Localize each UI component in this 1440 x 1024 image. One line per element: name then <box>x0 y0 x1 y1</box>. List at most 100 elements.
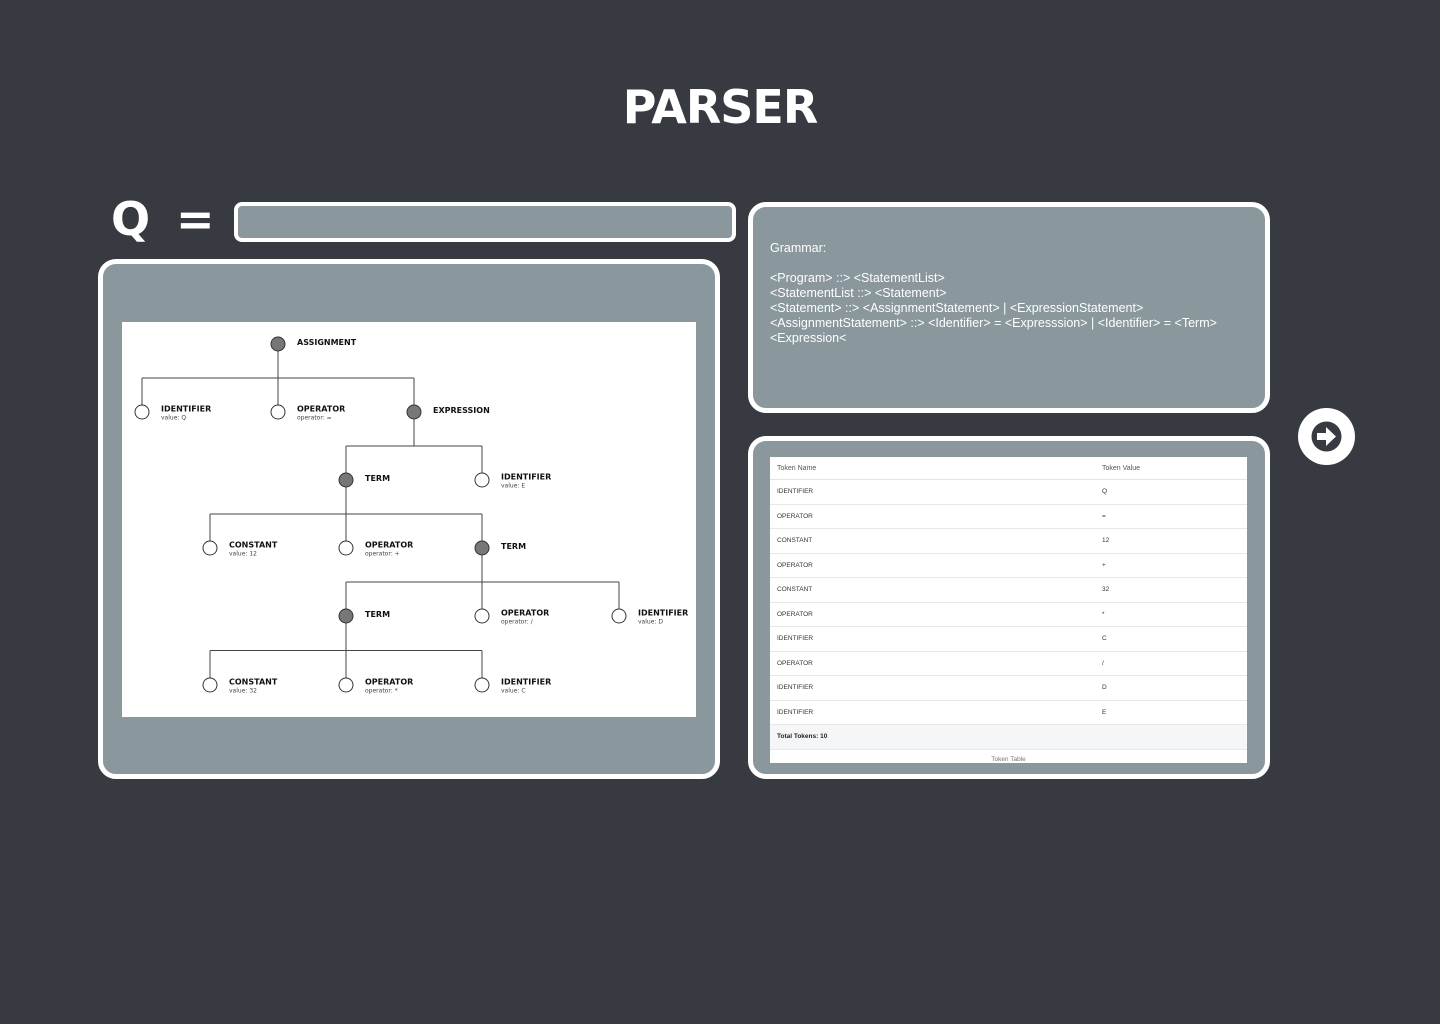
token-value-cell: * <box>1095 602 1247 627</box>
tree-node: TERM <box>338 472 390 488</box>
column-header-token-name: Token Name <box>770 457 1095 480</box>
grammar-panel: Grammar: <Program> ::> <StatementList> <… <box>748 202 1270 413</box>
table-row: OPERATOR* <box>770 602 1247 627</box>
next-button[interactable] <box>1298 408 1355 465</box>
tree-node-type: ASSIGNMENT <box>297 338 357 347</box>
tree-node-detail: value: 12 <box>229 551 257 558</box>
tree-node-circle <box>406 404 422 420</box>
grammar-line: <AssignmentStatement> ::> <Identifier> =… <box>770 316 1217 330</box>
tree-node-type: IDENTIFIER <box>638 609 688 618</box>
grammar-line: <StatementList ::> <Statement> <box>770 286 947 300</box>
arrow-right-circle-icon <box>1311 421 1342 452</box>
table-row: OPERATOR+ <box>770 553 1247 578</box>
tree-node-circle <box>338 540 354 556</box>
tree-node-circle <box>338 472 354 488</box>
grammar-heading: Grammar: <box>770 241 827 255</box>
token-name-cell: OPERATOR <box>770 504 1095 529</box>
token-name-cell: OPERATOR <box>770 651 1095 676</box>
equals-sign: = <box>176 192 215 246</box>
token-name-cell: IDENTIFIER <box>770 700 1095 725</box>
grammar-text: Grammar: <Program> ::> <StatementList> <… <box>770 241 1255 346</box>
tree-node-type: OPERATOR <box>501 609 549 618</box>
tree-node: TERM <box>474 540 526 556</box>
tree-node-detail: operator: * <box>365 688 398 695</box>
tree-node-detail: operator: = <box>297 415 332 422</box>
table-row: OPERATOR= <box>770 504 1247 529</box>
tree-node-detail: operator: / <box>501 619 534 626</box>
tree-node-type: TERM <box>365 474 390 483</box>
tree-node-circle <box>338 608 354 624</box>
token-name-cell: CONSTANT <box>770 528 1095 554</box>
tree-node: TERM <box>338 608 390 624</box>
token-value-cell: + <box>1095 553 1247 578</box>
tree-node-circle <box>270 336 286 352</box>
tree-node-type: IDENTIFIER <box>501 678 551 687</box>
tree-node-circle <box>474 677 490 693</box>
tree-node-detail: operator: + <box>365 551 400 558</box>
tree-node-detail: value: 32 <box>229 688 257 695</box>
tree-node-type: IDENTIFIER <box>161 405 211 414</box>
token-name-cell: IDENTIFIER <box>770 675 1095 701</box>
tree-node: ASSIGNMENT <box>270 336 357 352</box>
tree-node-circle <box>474 608 490 624</box>
token-value-cell: = <box>1095 504 1247 529</box>
page-title: PARSER <box>622 80 819 134</box>
token-value-cell: 12 <box>1095 528 1247 554</box>
token-value-cell: 32 <box>1095 577 1247 603</box>
tree-node-type: OPERATOR <box>365 678 413 687</box>
token-name-cell: OPERATOR <box>770 602 1095 627</box>
token-name-cell: IDENTIFIER <box>770 626 1095 652</box>
expression-input[interactable] <box>234 202 736 242</box>
token-value-cell: C <box>1095 626 1247 652</box>
grammar-line: <Program> ::> <StatementList> <box>770 271 945 285</box>
token-name-cell: IDENTIFIER <box>770 479 1095 505</box>
tree-node-type: TERM <box>365 610 390 619</box>
token-value-cell: / <box>1095 651 1247 676</box>
tree-node-circle <box>338 677 354 693</box>
tree-node-type: IDENTIFIER <box>501 473 551 482</box>
token-value-cell: E <box>1095 700 1247 725</box>
token-name-cell: OPERATOR <box>770 553 1095 578</box>
variable-label: Q <box>111 192 151 246</box>
tree-node-circle <box>270 404 286 420</box>
tree-node-type: OPERATOR <box>365 541 413 550</box>
token-value-cell: Q <box>1095 479 1247 505</box>
token-name-cell: CONSTANT <box>770 577 1095 603</box>
tree-node-detail: value: D <box>638 619 663 626</box>
tree-node: EXPRESSION <box>406 404 490 420</box>
tree-node-detail: value: C <box>501 688 526 695</box>
token-table-caption: Token Table <box>991 756 1026 763</box>
total-tokens-cell: Total Tokens: 10 <box>770 724 1247 750</box>
tree-node-circle <box>474 472 490 488</box>
tree-node-type: EXPRESSION <box>433 406 490 415</box>
tree-node-circle <box>474 540 490 556</box>
tree-node-type: CONSTANT <box>229 541 278 550</box>
total-tokens-row: Total Tokens: 10 <box>770 724 1247 750</box>
tree-node-circle <box>202 540 218 556</box>
tree-node-circle <box>202 677 218 693</box>
table-header-row: Token Name Token Value <box>770 457 1247 480</box>
column-header-token-value: Token Value <box>1095 457 1247 480</box>
tree-node-detail: value: Q <box>161 415 186 422</box>
tree-node-circle <box>134 404 150 420</box>
